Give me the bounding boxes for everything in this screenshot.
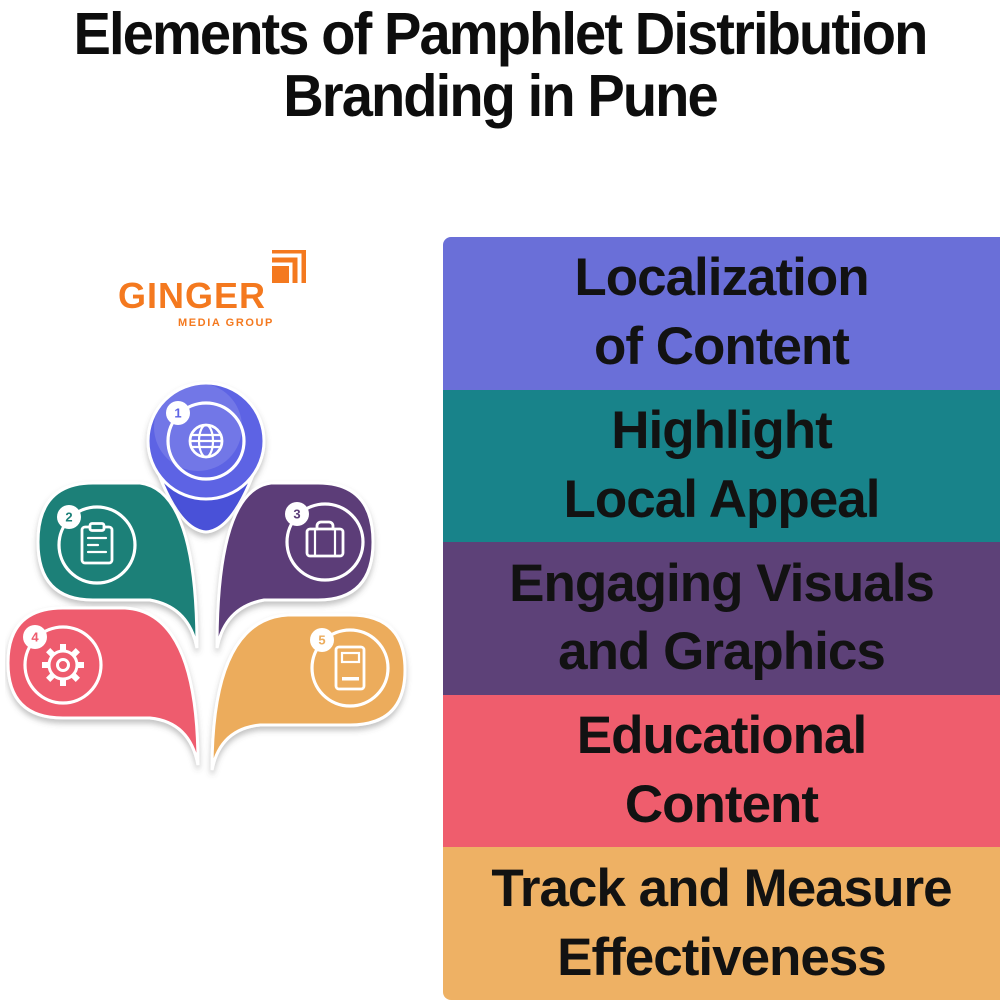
gear-icon xyxy=(42,644,84,686)
band-label-line: Engaging Visuals xyxy=(509,553,935,613)
petal-2: 2 xyxy=(36,481,199,649)
band-label-line: Effectiveness xyxy=(557,927,887,987)
petal-4-ring xyxy=(23,625,103,705)
band-label-line: of Content xyxy=(594,317,850,377)
page-title: Elements of Pamphlet Distribution Brandi… xyxy=(25,1,975,129)
element-bands: Localization of Content Highlight Local … xyxy=(443,237,1000,1000)
logo-subtitle-text: MEDIA GROUP xyxy=(177,317,274,329)
band-label-line: Educational xyxy=(576,706,867,766)
band-label-line: Local Appeal xyxy=(563,469,881,529)
petal-4-number: 4 xyxy=(31,630,39,645)
petal-3: 3 xyxy=(215,481,375,649)
petal-2-number-badge xyxy=(57,505,81,529)
petal-5-ring xyxy=(310,628,390,708)
petal-2-ring xyxy=(57,505,137,585)
petal-diagram: 1 3 2 xyxy=(6,381,407,771)
petal-3-ring xyxy=(285,502,365,582)
page-title-line2: Branding in Pune xyxy=(283,62,718,129)
book-icon xyxy=(334,645,366,691)
briefcase-icon xyxy=(305,520,345,558)
band-label-line: and Graphics xyxy=(558,622,886,682)
petal-1-number: 1 xyxy=(174,406,181,421)
band-highlight-local-appeal: Highlight Local Appeal xyxy=(443,389,1000,543)
petal-4-number-badge xyxy=(23,625,47,649)
page-title-line1: Elements of Pamphlet Distribution xyxy=(73,1,929,67)
band-label-line: Localization xyxy=(574,248,869,308)
petal-3-number-badge xyxy=(285,502,309,526)
petal-2-number: 2 xyxy=(65,510,72,525)
band-track-measure-effectiveness: Track and Measure Effectiveness xyxy=(443,847,1000,1000)
band-educational-content: Educational Content xyxy=(443,694,1000,848)
petal-5-number: 5 xyxy=(318,633,325,648)
petal-5: 5 xyxy=(210,613,407,771)
petal-1-number-badge xyxy=(166,401,190,425)
band-label-line: Content xyxy=(624,775,819,835)
globe-icon xyxy=(188,423,224,459)
band-label-line: Track and Measure xyxy=(491,858,952,918)
band-localization-of-content: Localization of Content xyxy=(443,237,1000,390)
band-engaging-visuals-graphics: Engaging Visuals and Graphics xyxy=(443,542,1000,695)
clipboard-icon xyxy=(80,522,114,565)
band-label-line: Highlight xyxy=(611,401,833,460)
petal-5-number-badge xyxy=(310,628,334,652)
layered-squares-icon xyxy=(272,250,306,283)
petal-3-number: 3 xyxy=(293,507,300,522)
petal-1: 1 xyxy=(146,381,266,534)
petal-1-ring xyxy=(166,401,246,481)
ginger-media-group-logo: GINGER MEDIA GROUP xyxy=(118,250,318,335)
petal-4: 4 xyxy=(6,606,200,766)
logo-brand-text: GINGER xyxy=(118,275,267,316)
